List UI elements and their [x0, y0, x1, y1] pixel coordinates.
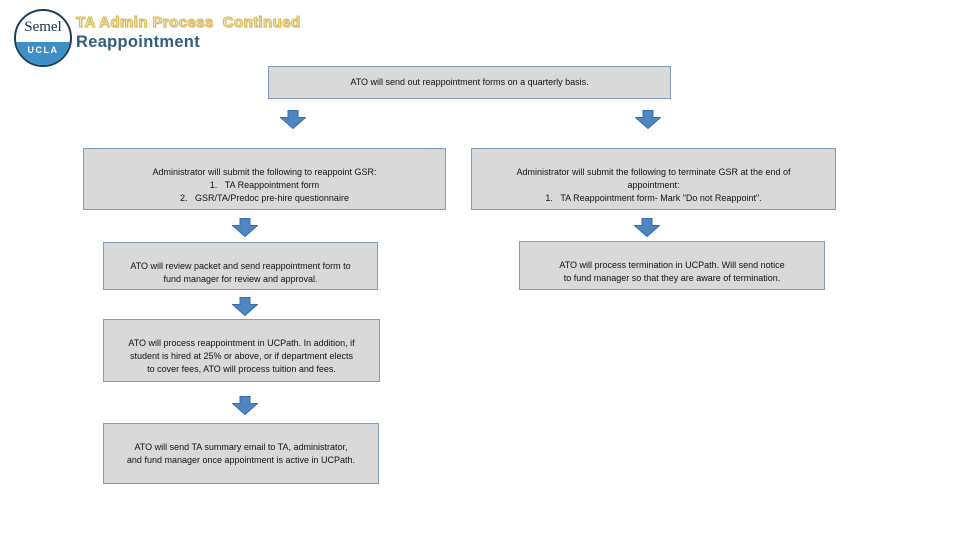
down-arrow-icon	[232, 297, 258, 316]
down-arrow-icon	[232, 396, 258, 415]
flow-box-text: ATO will process reappointment in UCPath…	[128, 338, 355, 374]
down-arrow-icon	[635, 110, 661, 129]
flow-box-text: Administrator will submit the following …	[152, 167, 377, 203]
flow-box-ato-process-termination: ATO will process termination in UCPath. …	[519, 241, 825, 290]
flow-box-text: ATO will send out reappointment forms on…	[350, 77, 589, 87]
flow-box-ta-summary-email: ATO will send TA summary email to TA, ad…	[103, 423, 379, 484]
flow-box-text: ATO will review packet and send reappoin…	[130, 261, 351, 284]
flow-box-text: ATO will send TA summary email to TA, ad…	[126, 442, 356, 465]
flow-box-terminate-submission: Administrator will submit the following …	[471, 148, 836, 210]
slide-subtitle: Reappointment	[76, 33, 200, 51]
flow-box-reappoint-submission: Administrator will submit the following …	[83, 148, 446, 210]
logo-blue-chord: UCLA	[16, 42, 70, 65]
down-arrow-icon	[232, 218, 258, 237]
flow-box-ato-process-reappointment: ATO will process reappointment in UCPath…	[103, 319, 380, 382]
logo-campus-label: UCLA	[27, 45, 59, 55]
flow-box-ato-review: ATO will review packet and send reappoin…	[103, 242, 378, 290]
flow-box-quarterly-forms: ATO will send out reappointment forms on…	[268, 66, 671, 99]
down-arrow-icon	[634, 218, 660, 237]
logo-wordmark: Semel	[24, 19, 62, 35]
flow-box-text: Administrator will submit the following …	[516, 167, 791, 203]
down-arrow-icon	[280, 110, 306, 129]
flow-box-text: ATO will process termination in UCPath. …	[559, 260, 785, 283]
slide-title: TA Admin Process Continued	[75, 14, 301, 32]
semel-ucla-logo: Semel UCLA	[14, 9, 72, 67]
